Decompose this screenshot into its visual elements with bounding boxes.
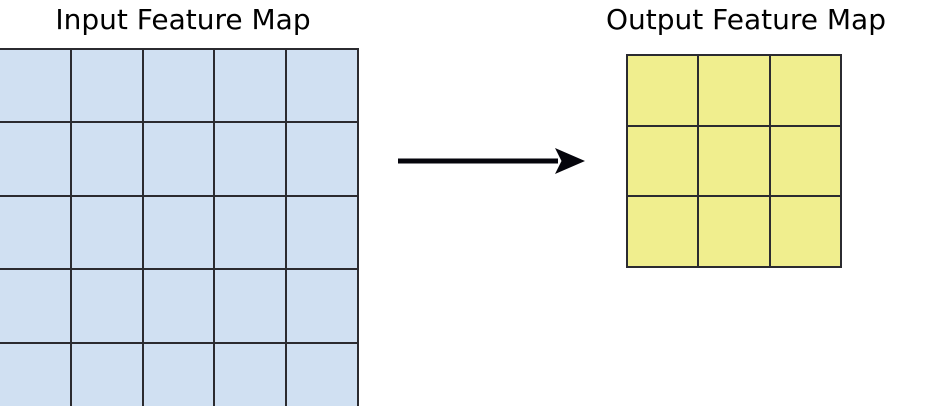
input-feature-map-cell (143, 123, 214, 195)
input-feature-map-cell (287, 123, 357, 195)
input-feature-map-cell (71, 343, 142, 406)
input-feature-map-cell (143, 270, 214, 342)
input-feature-map-cell (0, 50, 70, 122)
input-feature-map-cell (143, 196, 214, 269)
input-feature-map-cell (287, 50, 357, 122)
input-feature-map-cell (143, 50, 214, 122)
output-feature-map-cell (699, 56, 769, 125)
input-feature-map-cell (287, 343, 357, 406)
input-feature-map-cell (215, 123, 286, 195)
input-feature-map-cell (71, 50, 142, 122)
input-feature-map-cell (71, 123, 142, 195)
input-feature-map-grid (0, 48, 359, 406)
arrow-right-icon (398, 148, 585, 174)
output-feature-map-cell (628, 126, 698, 196)
input-feature-map-cell (0, 196, 70, 269)
output-feature-map-cell (628, 197, 698, 266)
input-feature-map-cell (71, 270, 142, 342)
output-feature-map-cell (699, 197, 769, 266)
input-feature-map-cell (215, 50, 286, 122)
output-feature-map-cell (699, 126, 769, 196)
output-feature-map-grid (626, 54, 842, 268)
input-feature-map-cell (143, 343, 214, 406)
input-feature-map-cell (0, 123, 70, 195)
output-feature-map-cell (770, 56, 840, 125)
input-feature-map-cell (287, 196, 357, 269)
input-feature-map-title: Input Feature Map (55, 3, 311, 36)
input-feature-map-cell (71, 196, 142, 269)
input-feature-map-cell (287, 270, 357, 342)
input-feature-map-cell (215, 343, 286, 406)
input-feature-map-cell (215, 196, 286, 269)
output-feature-map-title: Output Feature Map (606, 3, 886, 36)
input-feature-map-cell (0, 343, 70, 406)
input-feature-map-cell (215, 270, 286, 342)
output-feature-map-cell (770, 126, 840, 196)
output-feature-map-cell (628, 56, 698, 125)
input-feature-map-cell (0, 270, 70, 342)
output-feature-map-cell (770, 197, 840, 266)
